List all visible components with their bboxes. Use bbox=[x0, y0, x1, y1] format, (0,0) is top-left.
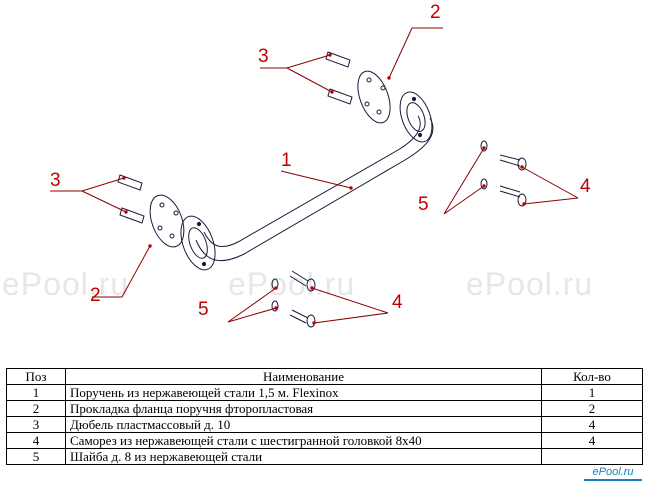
row-name: Саморез из нержавеющей стали с шестигран… bbox=[65, 432, 542, 449]
callout-1: 1 bbox=[281, 150, 292, 171]
leader-lines bbox=[50, 27, 579, 324]
header-name: Наименование bbox=[65, 368, 542, 385]
callout-4: 4 bbox=[392, 292, 403, 313]
table-row: 3 Дюбель пластмассовый д. 10 4 bbox=[6, 416, 643, 433]
handrail-assembly-drawing bbox=[50, 27, 579, 328]
washers bbox=[271, 140, 488, 312]
header-pos: Поз bbox=[6, 368, 66, 385]
callout-2: 2 bbox=[430, 2, 441, 23]
row-pos: 1 bbox=[6, 384, 66, 401]
callout-4: 4 bbox=[580, 176, 591, 197]
row-qty: 4 bbox=[541, 416, 643, 433]
row-name: Поручень из нержавеющей стали 1,5 м. Fle… bbox=[65, 384, 542, 401]
right-flange bbox=[399, 91, 433, 143]
dowels bbox=[117, 51, 353, 224]
row-qty: 1 bbox=[541, 384, 643, 401]
left-flange bbox=[180, 215, 216, 271]
callout-3: 3 bbox=[258, 46, 269, 67]
row-name: Шайба д. 8 из нержавеющей стали bbox=[65, 448, 542, 465]
table-header-row: Поз Наименование Кол-во bbox=[6, 368, 643, 385]
row-pos: 2 bbox=[6, 400, 66, 417]
site-logo: ePool.ru bbox=[584, 465, 642, 481]
callout-3: 3 bbox=[50, 170, 61, 191]
screws-right bbox=[499, 154, 527, 207]
table-row: 2 Прокладка фланца поручня фторопластова… bbox=[6, 400, 643, 417]
row-name: Прокладка фланца поручня фторопластовая bbox=[65, 400, 542, 417]
callout-5: 5 bbox=[198, 299, 209, 320]
callout-5: 5 bbox=[418, 194, 429, 215]
watermark: ePool.ru bbox=[2, 266, 130, 302]
table-row: 1 Поручень из нержавеющей стали 1,5 м. F… bbox=[6, 384, 643, 401]
row-qty: 4 bbox=[541, 432, 643, 449]
row-pos: 4 bbox=[6, 432, 66, 449]
row-qty bbox=[541, 448, 643, 465]
callout-2: 2 bbox=[90, 285, 101, 306]
row-pos: 5 bbox=[6, 448, 66, 465]
screws-bottom bbox=[289, 270, 316, 328]
watermark: ePool.ru bbox=[228, 266, 356, 302]
handrail-tube bbox=[195, 115, 434, 262]
leader-dots bbox=[122, 53, 526, 325]
row-name: Дюбель пластмассовый д. 10 bbox=[65, 416, 542, 433]
table-row: 5 Шайба д. 8 из нержавеющей стали bbox=[6, 448, 643, 465]
row-qty: 2 bbox=[541, 400, 643, 417]
header-qty: Кол-во bbox=[541, 368, 643, 385]
right-gasket bbox=[357, 70, 391, 124]
parts-specification-table: Поз Наименование Кол-во 1 Поручень из не… bbox=[6, 368, 643, 465]
row-pos: 3 bbox=[6, 416, 66, 433]
left-gasket bbox=[149, 194, 185, 248]
table-row: 4 Саморез из нержавеющей стали с шестигр… bbox=[6, 432, 643, 449]
watermark: ePool.ru bbox=[466, 266, 594, 302]
